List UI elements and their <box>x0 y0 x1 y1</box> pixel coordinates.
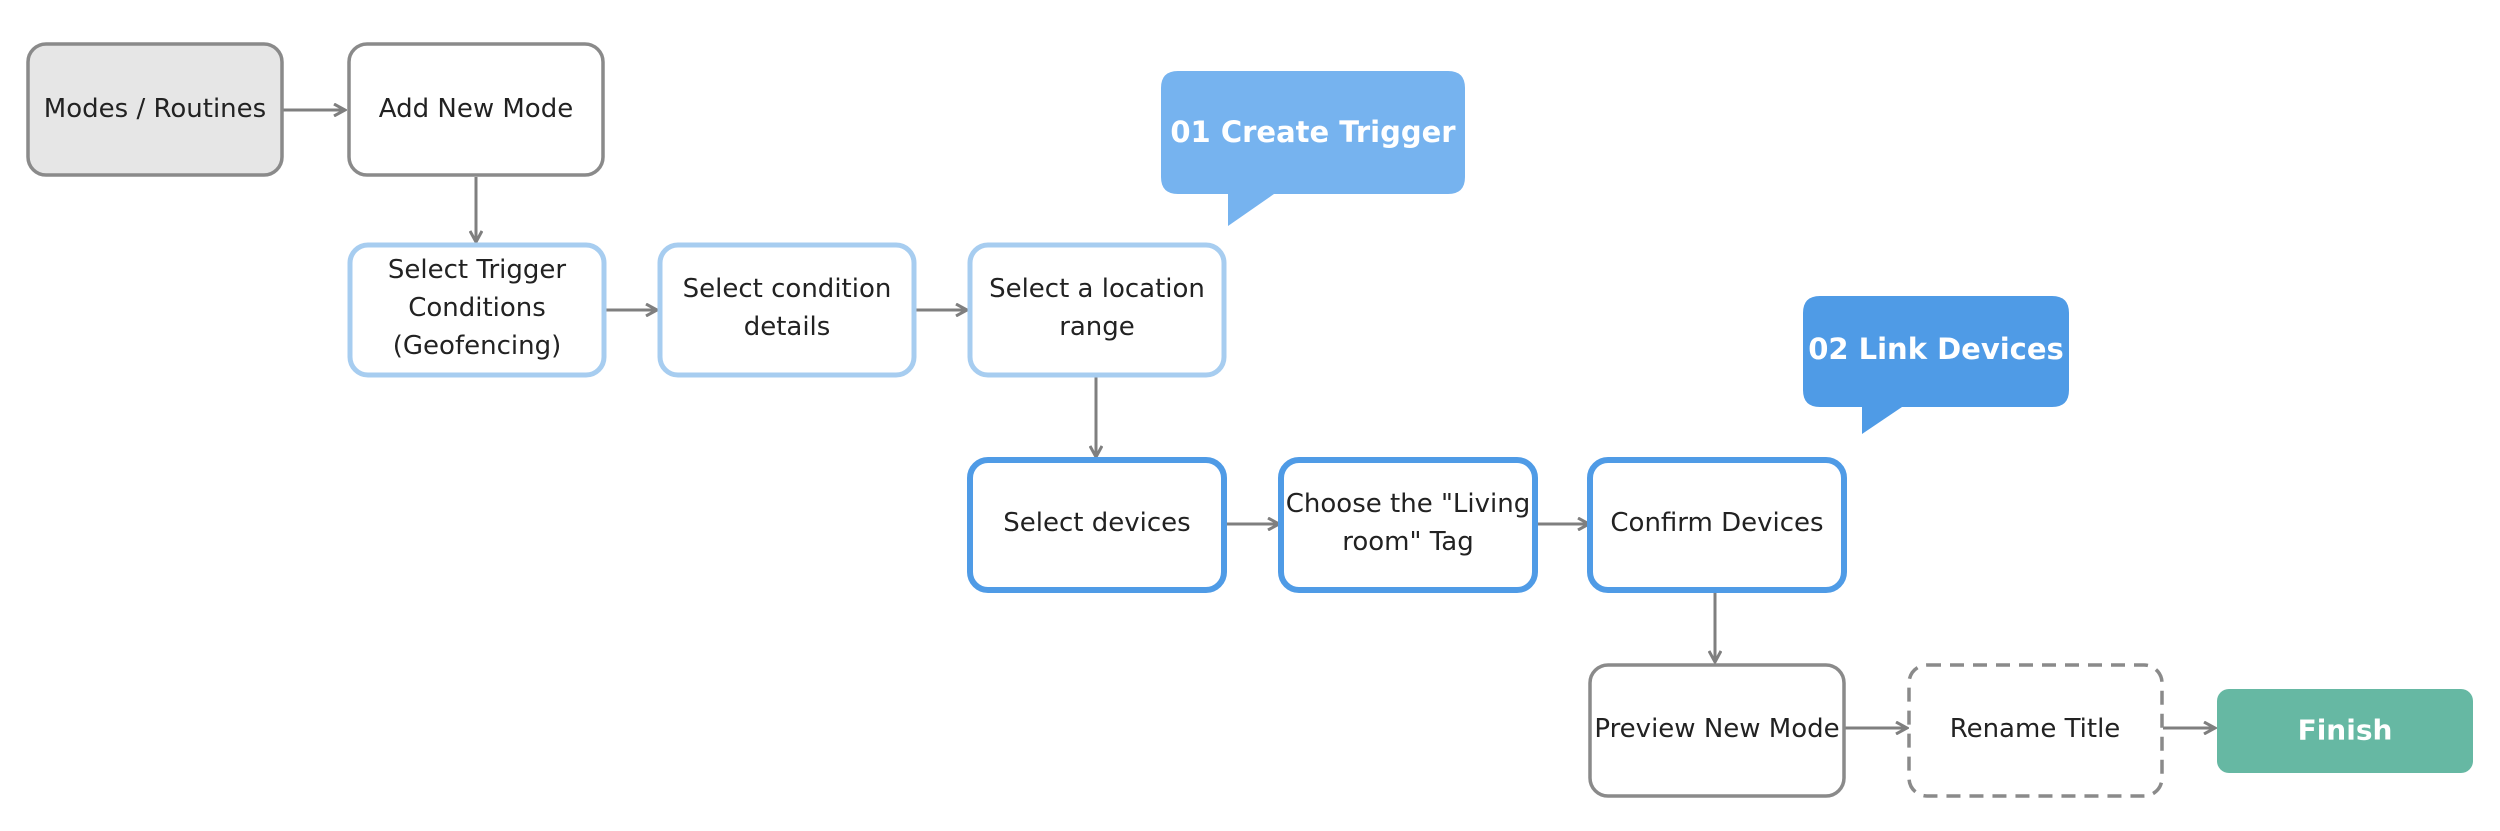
node-modes-routines-label: Modes / Routines <box>44 94 266 124</box>
label-line: Select a location <box>989 274 1205 304</box>
node-rename-title-label: Rename Title <box>1950 714 2121 744</box>
node-finish-label: Finish <box>2298 714 2393 747</box>
label-line: Confirm Devices <box>1610 508 1823 538</box>
node-select-condition-details: Select condition details <box>657 242 917 378</box>
node-select-devices: Select devices <box>967 457 1227 593</box>
node-select-location-range: Select a location range <box>967 242 1227 378</box>
node-choose-living-room-tag: Choose the "Living room" Tag <box>1278 457 1538 593</box>
label-line: Conditions <box>408 293 546 323</box>
node-rename-title: Rename Title <box>1907 663 2164 798</box>
callout-link-devices: 02 Link Devices <box>1803 296 2069 434</box>
callout-create-trigger-shape <box>1161 71 1465 226</box>
node-confirm-devices-label: Confirm Devices <box>1610 508 1823 538</box>
node-choose-living-room-tag-label: Choose the "Living room" Tag <box>1286 489 1530 557</box>
node-preview-new-mode-label: Preview New Mode <box>1594 714 1839 744</box>
node-select-devices-label: Select devices <box>1003 508 1190 538</box>
label-line: Rename Title <box>1950 714 2121 744</box>
callout-link-devices-label: 02 Link Devices <box>1808 332 2064 366</box>
node-preview-new-mode: Preview New Mode <box>1588 663 1846 798</box>
callout-create-trigger: 01 Create Trigger <box>1161 71 1465 226</box>
connectors <box>283 110 2215 728</box>
label-line: range <box>1059 312 1135 342</box>
label-line: Add New Mode <box>379 94 573 124</box>
label-line: Preview New Mode <box>1594 714 1839 744</box>
node-select-condition-details-label: Select condition details <box>683 274 892 342</box>
label-line: room" Tag <box>1342 527 1474 557</box>
callout-create-trigger-label: 01 Create Trigger <box>1170 115 1456 149</box>
label-line: Finish <box>2298 714 2393 747</box>
label-line: Choose the "Living <box>1286 489 1530 519</box>
label-line: Select condition <box>683 274 892 304</box>
node-confirm-devices: Confirm Devices <box>1587 457 1847 593</box>
label-line: Select Trigger <box>388 255 566 285</box>
node-add-new-mode-label: Add New Mode <box>379 94 573 124</box>
label-line: (Geofencing) <box>393 331 561 361</box>
node-add-new-mode: Add New Mode <box>347 42 605 177</box>
label-line: Modes / Routines <box>44 94 266 124</box>
node-modes-routines: Modes / Routines <box>26 42 284 177</box>
label-line: Select devices <box>1003 508 1190 538</box>
callout-link-devices-shape <box>1803 296 2069 434</box>
label-line: details <box>744 312 831 342</box>
node-select-location-range-label: Select a location range <box>989 274 1205 342</box>
node-finish: Finish <box>2217 689 2473 773</box>
